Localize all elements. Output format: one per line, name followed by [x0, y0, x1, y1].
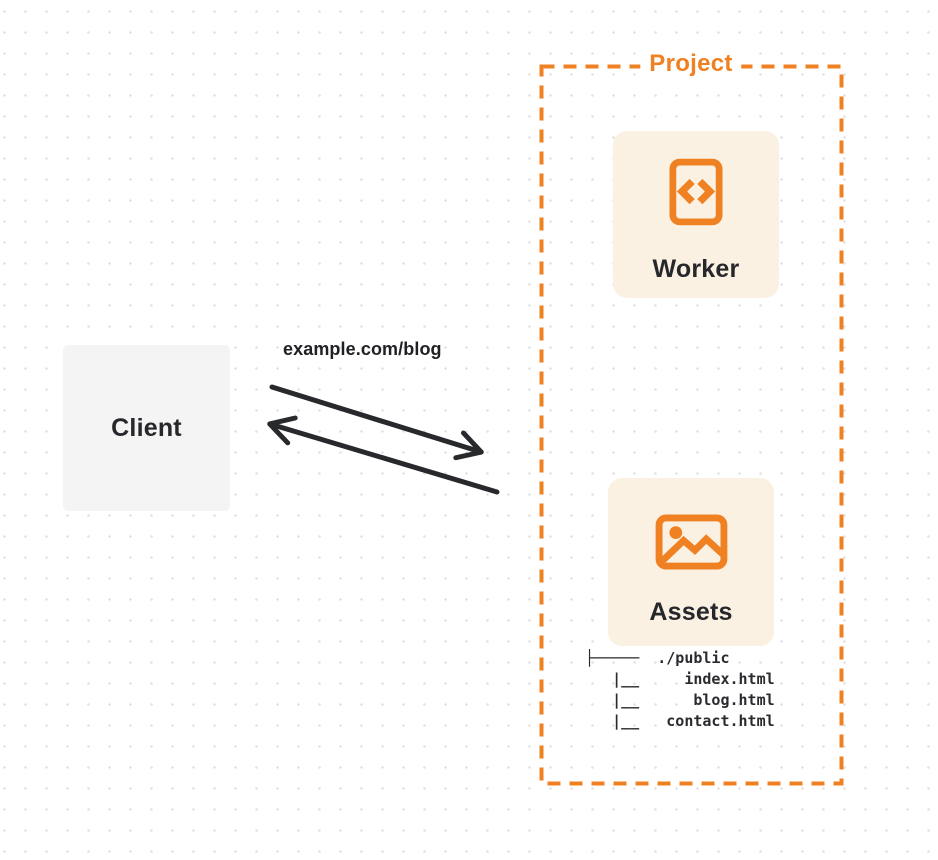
assets-label: Assets — [649, 598, 733, 626]
project-label: Project — [640, 49, 742, 78]
worker-label: Worker — [652, 255, 740, 283]
client-label: Client — [111, 413, 182, 442]
request-arrow — [269, 384, 484, 461]
request-url-label: example.com/blog — [283, 339, 442, 359]
image-icon — [655, 514, 728, 575]
assets-node: Assets — [608, 478, 774, 646]
response-arrow — [267, 415, 500, 495]
code-file-icon — [669, 158, 723, 231]
tree-line-index: |__ index.html — [585, 670, 775, 688]
tree-line-contact: |__ contact.html — [585, 712, 775, 730]
client-node: Client — [63, 345, 230, 511]
tree-line-public: ├───── ./public — [585, 649, 730, 667]
worker-node: Worker — [613, 131, 779, 298]
tree-line-blog: |__ blog.html — [585, 691, 775, 709]
file-tree: ├───── ./public |__ index.html |__ blog.… — [585, 648, 775, 732]
